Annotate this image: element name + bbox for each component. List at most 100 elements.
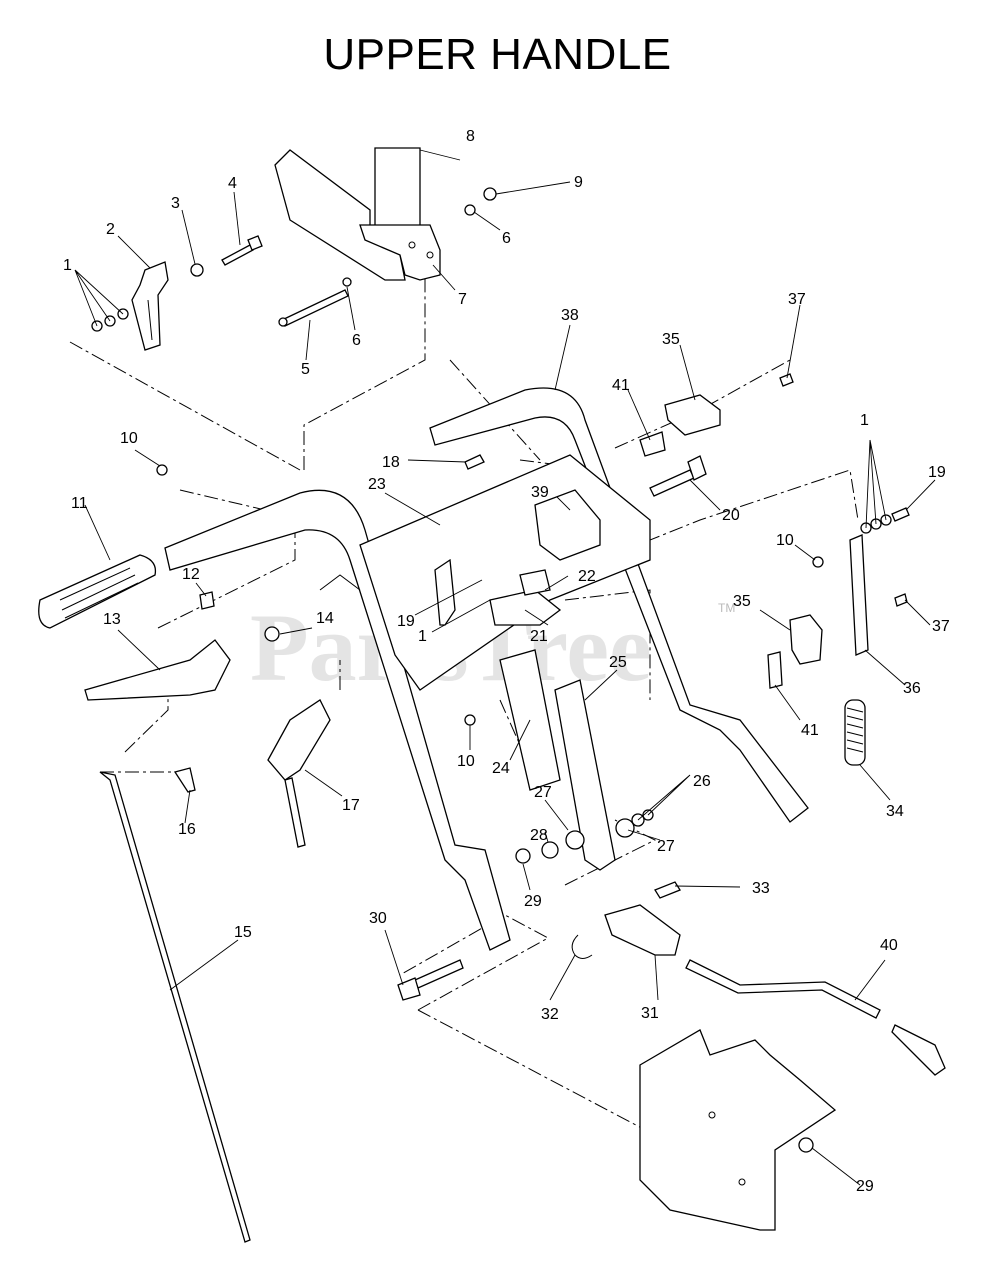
callout-4: 4 xyxy=(228,175,237,192)
callout-22: 22 xyxy=(578,568,596,585)
callout-7: 7 xyxy=(458,291,467,308)
callout-31: 31 xyxy=(641,1005,659,1022)
callout-8: 8 xyxy=(466,128,475,145)
callout-12: 12 xyxy=(182,566,200,583)
part-18-bolt xyxy=(464,454,485,470)
part-41-plate-a xyxy=(639,431,666,457)
callout-10: 10 xyxy=(776,532,794,549)
watermark-tm: TM xyxy=(718,601,735,615)
callout-25: 25 xyxy=(609,654,627,671)
callout-41: 41 xyxy=(801,722,819,739)
part-10-nut-right xyxy=(812,556,824,568)
part-6-nut-a xyxy=(342,277,352,287)
callout-1: 1 xyxy=(63,257,72,274)
callout-33: 33 xyxy=(752,880,770,897)
callout-17: 17 xyxy=(342,797,360,814)
callout-labels: 1 2 3 4 5 6 6 7 8 9 10 10 10 11 12 13 14… xyxy=(63,128,950,1195)
part-35-switch-a xyxy=(664,394,721,436)
callout-20: 20 xyxy=(722,507,740,524)
callout-10: 10 xyxy=(120,430,138,447)
callout-38: 38 xyxy=(561,307,579,324)
callout-29: 29 xyxy=(524,893,542,910)
callout-36: 36 xyxy=(903,680,921,697)
part-15-rod xyxy=(99,771,251,1243)
callout-3: 3 xyxy=(171,195,180,212)
part-lower-handle xyxy=(164,489,511,951)
callout-27: 27 xyxy=(657,838,675,855)
part-30-bolt xyxy=(397,959,464,1001)
callout-34: 34 xyxy=(886,803,904,820)
part-19-screw xyxy=(891,507,910,522)
callout-2: 2 xyxy=(106,221,115,238)
part-40-rod-end xyxy=(891,1024,946,1076)
callout-35: 35 xyxy=(662,331,680,348)
callout-26: 26 xyxy=(693,773,711,790)
part-19-slot-plate xyxy=(434,558,456,626)
callout-18: 18 xyxy=(382,454,400,471)
callout-14: 14 xyxy=(316,610,334,627)
callout-27: 27 xyxy=(534,784,552,801)
part-14-washer xyxy=(264,626,280,642)
part-7-bracket-and-8-block xyxy=(274,147,441,281)
callout-28: 28 xyxy=(530,827,548,844)
part-20-bolt xyxy=(649,455,707,497)
part-39-bracket xyxy=(534,489,601,561)
callout-13: 13 xyxy=(103,611,121,628)
callout-21: 21 xyxy=(530,628,548,645)
part-21-22-latch xyxy=(489,569,562,626)
part-cover-plate xyxy=(639,1029,837,1231)
callout-16: 16 xyxy=(178,821,196,838)
part-34-spring xyxy=(844,699,866,766)
part-29-nut-b xyxy=(798,1137,814,1153)
part-17-bracket xyxy=(267,699,331,848)
part-36-plate xyxy=(849,534,869,656)
part-33-pin xyxy=(654,881,681,899)
part-9-nut xyxy=(483,187,497,201)
part-28-washer xyxy=(541,841,559,859)
callout-10: 10 xyxy=(457,753,475,770)
callout-30: 30 xyxy=(369,910,387,927)
callout-6: 6 xyxy=(502,230,511,247)
callout-40: 40 xyxy=(880,937,898,954)
part-41-plate-b xyxy=(767,651,783,689)
part-6-nut-b xyxy=(464,204,476,216)
part-35-switch-b xyxy=(789,614,823,665)
callout-29: 29 xyxy=(856,1178,874,1195)
part-13-lever xyxy=(84,639,231,701)
callout-39: 39 xyxy=(531,484,549,501)
callout-1: 1 xyxy=(418,628,427,645)
part-1-washers xyxy=(91,308,129,332)
part-10-nut-center xyxy=(464,714,476,726)
callout-19: 19 xyxy=(397,613,415,630)
part-3-washer xyxy=(190,263,204,277)
callout-11: 11 xyxy=(71,495,88,512)
callout-5: 5 xyxy=(301,361,310,378)
callout-35: 35 xyxy=(733,593,751,610)
part-12-pin xyxy=(199,591,215,610)
part-10-nut-left xyxy=(156,464,168,476)
callout-15: 15 xyxy=(234,924,252,941)
callout-37: 37 xyxy=(932,618,950,635)
callout-41: 41 xyxy=(612,377,630,394)
callout-23: 23 xyxy=(368,476,386,493)
callout-37: 37 xyxy=(788,291,806,308)
part-25-arm xyxy=(554,679,616,871)
callout-32: 32 xyxy=(541,1006,559,1023)
callout-9: 9 xyxy=(574,174,583,191)
part-32-clip xyxy=(571,934,593,959)
part-26-27-washers xyxy=(565,809,654,850)
part-11-grip xyxy=(38,554,157,629)
part-16-clip xyxy=(173,767,196,793)
part-31-clevis xyxy=(604,904,681,956)
callout-6: 6 xyxy=(352,332,361,349)
callout-19: 19 xyxy=(928,464,946,481)
part-29-nut xyxy=(515,848,531,864)
part-40-cable-rod xyxy=(685,959,881,1019)
part-37-screw-a xyxy=(779,373,794,387)
part-5-pin xyxy=(278,289,349,327)
diagram-title: UPPER HANDLE xyxy=(323,30,672,79)
leader-lines xyxy=(74,149,936,1186)
part-4-bolt xyxy=(221,235,263,266)
callout-1: 1 xyxy=(860,412,869,429)
